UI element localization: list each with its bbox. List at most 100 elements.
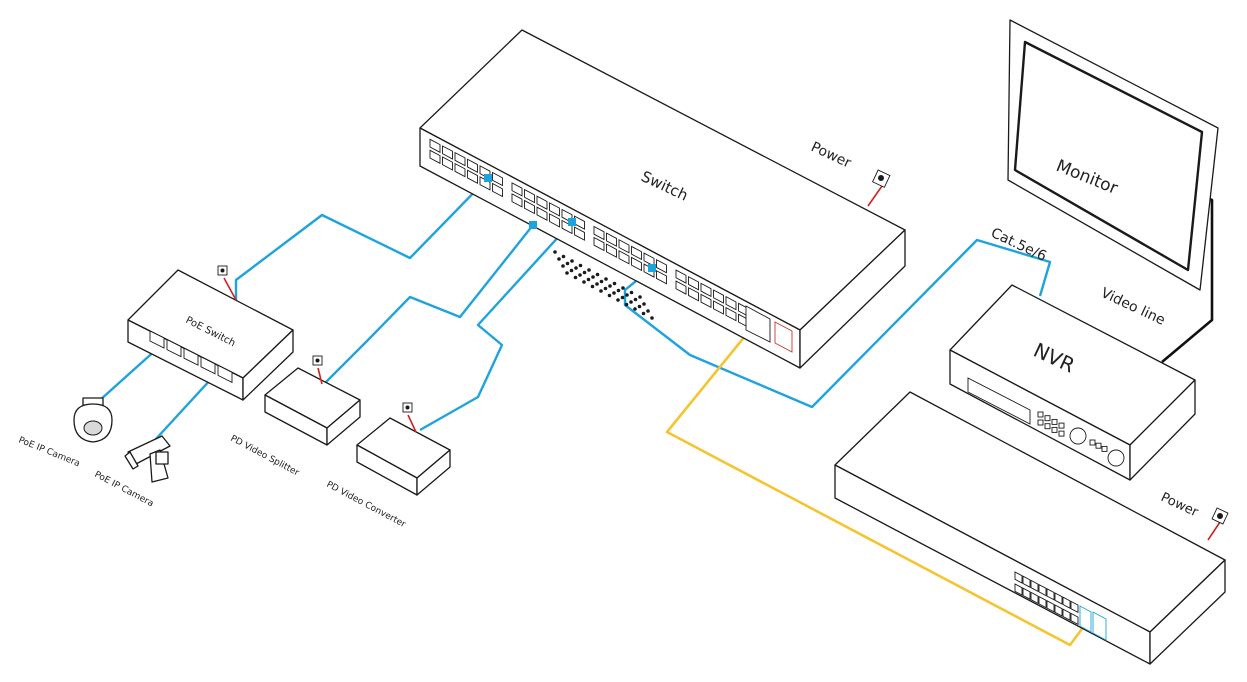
- vent-dot: [561, 254, 566, 259]
- vent-dot: [616, 298, 620, 302]
- poe-switch-port-array: [149, 330, 233, 384]
- rack-switch-side: [1149, 559, 1226, 665]
- main-switch-active-port: [529, 221, 537, 229]
- main-switch-port-array: [429, 138, 749, 329]
- poe-switch-port: [166, 338, 182, 358]
- poe-switch-port: [200, 356, 216, 375]
- nvr-button: [1051, 418, 1058, 425]
- nvr-side: [1129, 379, 1196, 481]
- cable-poe-switch-to-switch: [234, 177, 489, 300]
- converter-side: [416, 449, 451, 496]
- power-bottom-label: Power: [1158, 490, 1201, 520]
- vent-dot: [578, 263, 583, 268]
- vent-dot: [574, 266, 578, 270]
- main-switch-port: [593, 225, 605, 241]
- cable-switch-to-nvr: [623, 238, 1052, 409]
- vent-dot: [565, 261, 570, 266]
- main-switch-port: [593, 236, 605, 252]
- nvr-knob-left: [1069, 427, 1087, 445]
- vent-dot: [637, 304, 642, 309]
- cable-yellow-uplink: [665, 329, 1092, 647]
- main-switch-port: [606, 243, 617, 258]
- pd-video-splitter: [264, 355, 361, 446]
- vent-dot: [573, 275, 578, 280]
- rack-switch-port: [1070, 612, 1079, 626]
- pd-video-converter: [356, 402, 451, 496]
- cable-poe-switch-to-dome-camera: [99, 347, 159, 401]
- rack-switch-sfp-port-2: [1079, 605, 1092, 633]
- vent-dot: [629, 300, 633, 304]
- monitor: Monitor Video line Cat.5e/6: [988, 19, 1219, 329]
- vent-dot: [561, 264, 565, 268]
- vent-dot: [612, 291, 616, 295]
- nvr-button: [1051, 426, 1058, 433]
- poe-switch-port: [217, 364, 233, 384]
- cables: [99, 177, 1214, 647]
- pd-converter-label: PD Video Converter: [325, 480, 408, 530]
- power-top-label: Power: [808, 139, 853, 171]
- rack-switch-port: [1014, 583, 1023, 596]
- main-switch-port: [442, 156, 453, 171]
- bullet-camera-icon: [124, 435, 171, 483]
- main-switch-sfp-port: [745, 305, 771, 343]
- rack-switch-port: [1030, 591, 1039, 605]
- cable-poe-switch-to-bullet-camera: [154, 377, 213, 441]
- main-switch-port: [536, 206, 548, 221]
- main-switch-port: [429, 138, 441, 154]
- rack-switch-port: [1062, 596, 1071, 609]
- main-switch-port: [549, 202, 560, 217]
- vent-dot: [629, 290, 634, 295]
- power-socket-icon: [312, 355, 323, 366]
- vent-dot: [603, 286, 608, 291]
- main-switch-port: [454, 151, 466, 167]
- main-switch-port: [511, 182, 523, 197]
- power-socket-icon: [872, 169, 891, 188]
- dome-camera-label: PoE IP Camera: [17, 436, 81, 470]
- main-switch-active-port: [568, 218, 576, 226]
- poe-switch-side: [242, 329, 294, 401]
- nvr: NVR: [949, 284, 1196, 481]
- vent-dot: [642, 302, 646, 306]
- main-switch-port: [631, 245, 642, 261]
- main-switch-port: [713, 289, 724, 304]
- main-switch-port: [524, 188, 535, 204]
- main-switch-port: [429, 149, 441, 165]
- main-switch: Switch Power: [419, 29, 906, 369]
- splitter-side: [326, 399, 361, 446]
- power-socket-icon: [402, 402, 413, 413]
- vent-dot: [650, 316, 654, 320]
- main-switch-port: [713, 300, 724, 315]
- rack-poe-switch: Power: [834, 391, 1229, 665]
- converter-power-wire: [407, 414, 417, 433]
- main-switch-port: [618, 239, 630, 254]
- poe-switch-port: [183, 347, 199, 366]
- small-poe-switch: PoE Switch: [127, 265, 294, 401]
- rack-switch-port: [1046, 600, 1055, 613]
- main-switch-port: [606, 232, 617, 247]
- main-switch-port: [631, 256, 642, 272]
- vent-dot: [608, 284, 612, 288]
- vent-dot: [590, 284, 595, 289]
- rack-switch-port: [1014, 571, 1023, 584]
- poe-switch-power-wire: [223, 277, 237, 301]
- rack-switch-port: [1070, 600, 1079, 614]
- main-switch-active-port: [484, 174, 492, 182]
- vent-dot: [569, 268, 574, 273]
- cable-converter-to-switch: [419, 221, 573, 432]
- nvr-button: [1037, 419, 1044, 426]
- main-switch-port: [492, 182, 503, 198]
- rack-switch-port-array: [1014, 571, 1079, 626]
- nvr-button: [1044, 415, 1051, 422]
- nvr-button: [1058, 430, 1065, 437]
- vent-dot: [641, 311, 646, 316]
- main-switch-port: [574, 226, 585, 241]
- dome-camera-icon: [73, 397, 113, 443]
- main-switch-console-port: [774, 321, 793, 353]
- nvr-button: [1095, 442, 1102, 449]
- rack-switch-port: [1038, 595, 1047, 609]
- main-switch-side: [799, 229, 906, 369]
- vent-dot: [578, 273, 582, 277]
- main-switch-port: [675, 280, 687, 295]
